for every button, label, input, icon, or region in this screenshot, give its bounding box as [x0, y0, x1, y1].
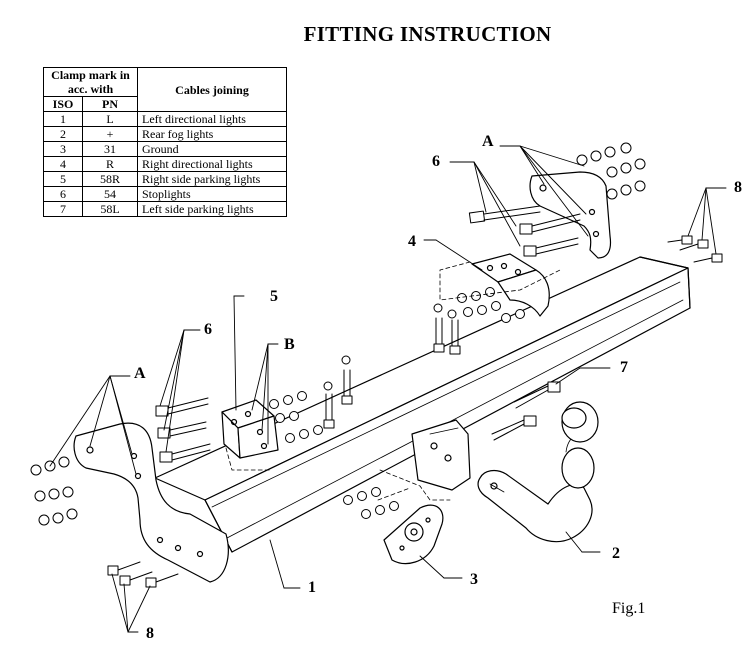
- callout-8-right: 8: [734, 179, 742, 196]
- pn-cell: 58L: [82, 201, 138, 217]
- bolt: [433, 317, 445, 353]
- bolt: [491, 415, 537, 441]
- bolt: [341, 369, 353, 405]
- header-cables-joining: Cables joining: [137, 67, 287, 112]
- bolt: [323, 393, 335, 429]
- bolt: [513, 381, 561, 409]
- bolt: [693, 253, 723, 263]
- left-side-bracket: [73, 422, 229, 583]
- bolts: [107, 205, 723, 588]
- cable-desc-cell: Right side parking lights: [137, 171, 287, 187]
- callout-1: 1: [308, 579, 316, 596]
- figure-label: Fig.1: [612, 600, 646, 617]
- callout-4: 4: [408, 233, 416, 250]
- callout-labels: A 6 8 4 5 B 6 A 7 2 3 1 8: [134, 133, 742, 642]
- callout-2: 2: [612, 545, 620, 562]
- leader-lines: [49, 145, 727, 633]
- bolt: [519, 213, 581, 235]
- pn-cell: 31: [82, 141, 138, 157]
- bolt: [679, 239, 709, 251]
- bolt: [449, 319, 461, 355]
- header-pn: PN: [82, 96, 138, 112]
- callout-a-left: A: [134, 365, 146, 382]
- right-side-bracket: [529, 171, 612, 259]
- header-clamp-mark: Clamp mark in acc. with: [43, 67, 138, 97]
- bolt: [145, 573, 179, 588]
- mounting-plate-4: [471, 253, 550, 317]
- cable-desc-cell: Stoplights: [137, 186, 287, 202]
- callout-6-top: 6: [432, 153, 440, 170]
- callout-6-left: 6: [204, 321, 212, 338]
- tow-ball-2: [477, 401, 599, 543]
- socket-plate-3: [383, 504, 444, 565]
- hitch-mount-bracket: [411, 419, 471, 491]
- pn-cell: 54: [82, 186, 138, 202]
- mounting-plate-5: [221, 399, 279, 459]
- page-title: FITTING INSTRUCTION: [303, 22, 552, 46]
- callout-7: 7: [620, 359, 628, 376]
- cable-desc-cell: Ground: [137, 141, 287, 157]
- cable-desc-cell: Left side parking lights: [137, 201, 287, 217]
- cable-desc-cell: Right directional lights: [137, 156, 287, 172]
- callout-3: 3: [470, 571, 478, 588]
- bolt: [119, 571, 153, 586]
- callout-8-bottom: 8: [146, 625, 154, 642]
- cable-legend-table: Clamp mark in acc. with Cables joining I…: [43, 67, 287, 217]
- bolt: [523, 237, 579, 257]
- bolt: [159, 443, 211, 463]
- bolt: [155, 397, 209, 417]
- bolt: [468, 205, 541, 224]
- bolt: [667, 235, 693, 245]
- callout-5: 5: [270, 288, 278, 305]
- callout-a-top: A: [482, 133, 494, 150]
- iso-cell: 7: [43, 201, 83, 217]
- bolt: [107, 561, 141, 576]
- callout-b: B: [284, 336, 295, 353]
- assembly-dashed-lines: [225, 261, 561, 501]
